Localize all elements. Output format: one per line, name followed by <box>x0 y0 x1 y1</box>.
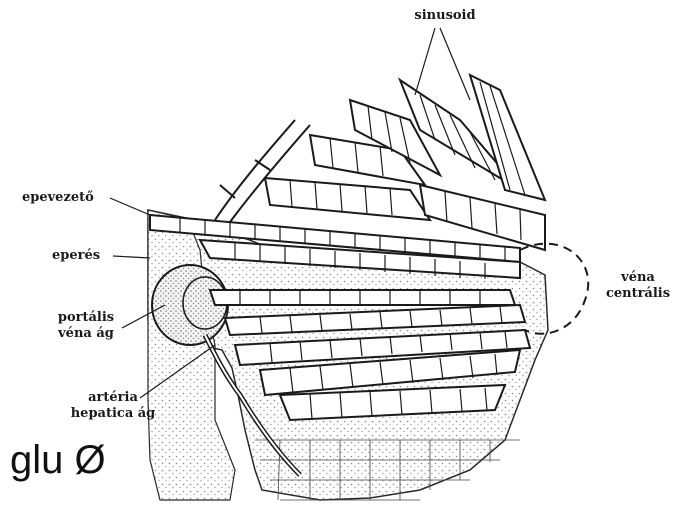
sinusoid-label: sinusoid <box>410 8 480 24</box>
portal-vein-label: portális véna ág <box>48 310 124 342</box>
sinusoid-pointers <box>415 28 470 100</box>
hepatic-artery-label-line1: artéria <box>58 390 168 406</box>
bile-duct-label: epevezető <box>22 190 94 206</box>
central-vein-label-line1: véna <box>598 270 678 286</box>
hepatic-artery-label-line2: hepatica ág <box>58 406 168 422</box>
central-vein-label-line2: centrális <box>598 286 678 302</box>
overlay-caption: glu Ø <box>10 438 106 482</box>
hepatic-artery-label: artéria hepatica ág <box>58 390 168 422</box>
portal-vein-label-line1: portális <box>48 310 124 326</box>
bile-canaliculus-label: eperés <box>52 248 100 264</box>
portal-vein-label-line2: véna ág <box>48 326 124 342</box>
central-vein-label: véna centrális <box>598 270 678 302</box>
